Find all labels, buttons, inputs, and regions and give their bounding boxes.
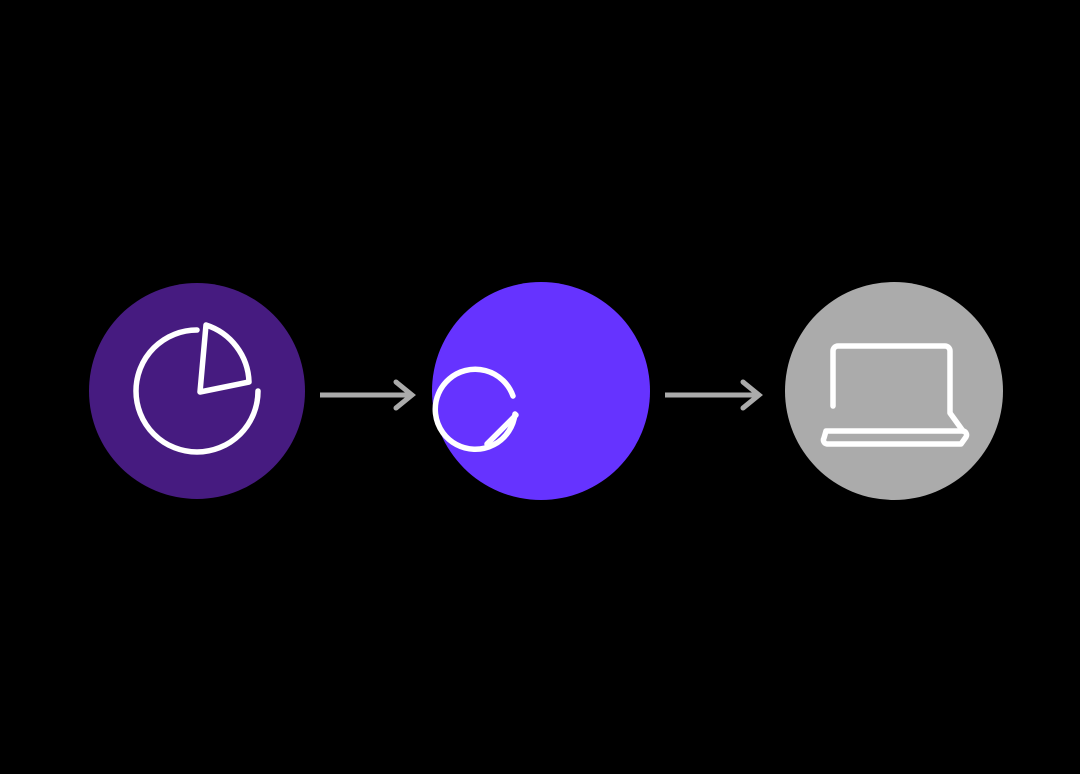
magnifying-glass-icon — [432, 366, 519, 453]
step-2-group[interactable] — [432, 282, 650, 500]
pie-chart-icon — [133, 322, 261, 455]
step-1-circle-background — [89, 283, 305, 499]
step-1-group[interactable] — [89, 283, 305, 499]
step-3-group[interactable] — [785, 282, 1003, 500]
connector-2-arrowhead — [740, 379, 763, 411]
connector-2-arrow-right-icon — [665, 379, 763, 411]
laptop-base — [820, 428, 970, 447]
magnifier-handle — [484, 412, 519, 447]
step-2-circle-background — [432, 282, 650, 500]
pie-chart-base-arc — [133, 327, 261, 455]
step-3-circle-background — [785, 282, 1003, 500]
magnifier-lens-arc — [432, 366, 518, 453]
pie-chart-slice — [197, 322, 252, 395]
laptop-screen — [830, 343, 966, 434]
laptop-icon — [820, 343, 970, 447]
connector-1-arrowhead — [393, 379, 416, 411]
connector-1-arrow-right-icon — [320, 379, 416, 411]
